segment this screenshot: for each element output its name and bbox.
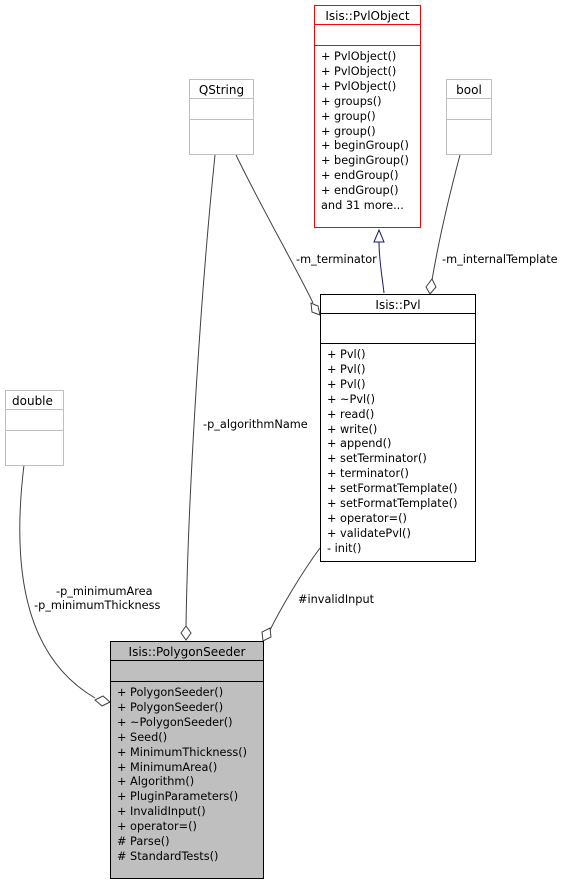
class-polygonseeder[interactable]: Isis::PolygonSeeder + PolygonSeeder()+ P…: [110, 641, 264, 879]
member-item: + Pvl(): [327, 377, 366, 391]
member-item: + group(): [321, 124, 376, 138]
member-item: + setFormatTemplate(): [327, 482, 458, 496]
member-item: + operator=(): [327, 511, 407, 525]
edge-label-p-algorithm-name: -p_algorithmName: [203, 418, 308, 431]
class-title: double: [6, 391, 63, 410]
member-item: + PolygonSeeder(): [117, 700, 224, 714]
class-pvl[interactable]: Isis::Pvl + Pvl()+ Pvl()+ Pvl()+ ~Pvl()+…: [320, 294, 476, 562]
member-item: + ~PolygonSeeder(): [117, 715, 233, 729]
member-item: + PvlObject(): [321, 50, 397, 63]
edge-label-m-terminator: -m_terminator: [296, 253, 377, 266]
member-item: + PvlObject(): [321, 64, 397, 78]
member-item: - init(): [327, 541, 362, 555]
member-item: + PluginParameters(): [117, 790, 239, 804]
member-item: + PvlObject(): [321, 79, 397, 93]
diamond-invalid-input: [261, 627, 272, 642]
class-title: bool: [447, 80, 491, 99]
class-double[interactable]: double: [5, 390, 64, 466]
member-item: # StandardTests(): [117, 849, 219, 863]
member-item: + Pvl(): [327, 348, 366, 361]
member-item: + append(): [327, 437, 392, 451]
methods-section: + PvlObject()+ PvlObject()+ PvlObject()+…: [315, 46, 420, 216]
diamond-p-algorithm-name: [180, 625, 192, 641]
class-qstring[interactable]: QString: [189, 79, 254, 155]
attributes-section: [447, 99, 491, 120]
member-item: + Seed(): [117, 730, 168, 744]
diamond-p-minimum: [94, 695, 111, 707]
inheritance-edge-pvl-pvlobject: [378, 241, 385, 294]
member-item: + setTerminator(): [327, 452, 427, 466]
member-item: # Parse(): [117, 835, 170, 849]
member-item: and 31 more...: [321, 199, 404, 213]
methods-section: + Pvl()+ Pvl()+ Pvl()+ ~Pvl()+ read()+ w…: [321, 344, 475, 559]
methods-section: + PolygonSeeder()+ PolygonSeeder()+ ~Pol…: [111, 682, 263, 867]
member-item: + InvalidInput(): [117, 805, 206, 819]
attributes-section: [315, 25, 420, 46]
member-item: + endGroup(): [321, 169, 399, 183]
edge-label-p-minimum-area: -p_minimumArea: [56, 585, 153, 598]
attributes-section: [6, 410, 63, 431]
member-item: + terminator(): [327, 467, 409, 481]
member-item: + Algorithm(): [117, 775, 195, 789]
edge-label-p-minimum-thickness: -p_minimumThickness: [34, 599, 161, 612]
member-item: + MinimumArea(): [117, 760, 218, 774]
edge-m-internal-template: [431, 154, 461, 281]
class-pvlobject[interactable]: Isis::PvlObject + PvlObject()+ PvlObject…: [314, 5, 421, 228]
class-title: QString: [190, 80, 253, 99]
member-item: + beginGroup(): [321, 154, 409, 168]
methods-section: [190, 120, 253, 141]
class-title: Isis::PvlObject: [315, 6, 420, 25]
member-item: + operator=(): [117, 820, 197, 834]
member-item: + groups(): [321, 94, 382, 108]
member-item: + endGroup(): [321, 184, 399, 198]
methods-section: [6, 431, 63, 452]
edge-p-algorithm-name: [185, 154, 216, 627]
class-title: Isis::Pvl: [321, 295, 475, 314]
member-item: + write(): [327, 422, 378, 436]
member-item: + validatePvl(): [327, 526, 411, 540]
edge-invalid-input: [269, 547, 321, 631]
member-item: + Pvl(): [327, 362, 366, 376]
edge-label-invalid-input: #invalidInput: [298, 593, 375, 606]
member-item: + ~Pvl(): [327, 392, 375, 406]
attributes-section: [321, 314, 475, 344]
member-item: + setFormatTemplate(): [327, 497, 458, 511]
methods-section: [447, 120, 491, 141]
diamond-m-terminator: [310, 302, 321, 316]
class-title: Isis::PolygonSeeder: [111, 642, 263, 661]
attributes-section: [111, 661, 263, 682]
edge-m-terminator: [235, 154, 314, 304]
edge-label-m-internal-template: -m_internalTemplate: [442, 253, 558, 266]
inheritance-arrowhead: [373, 228, 385, 243]
diamond-m-internal-template: [425, 278, 437, 295]
member-item: + MinimumThickness(): [117, 745, 248, 759]
member-item: + read(): [327, 407, 375, 421]
edge-p-minimum: [19, 464, 96, 699]
member-item: + PolygonSeeder(): [117, 686, 224, 699]
attributes-section: [190, 99, 253, 120]
class-bool[interactable]: bool: [446, 79, 492, 155]
member-item: + group(): [321, 109, 376, 123]
member-item: + beginGroup(): [321, 139, 409, 153]
